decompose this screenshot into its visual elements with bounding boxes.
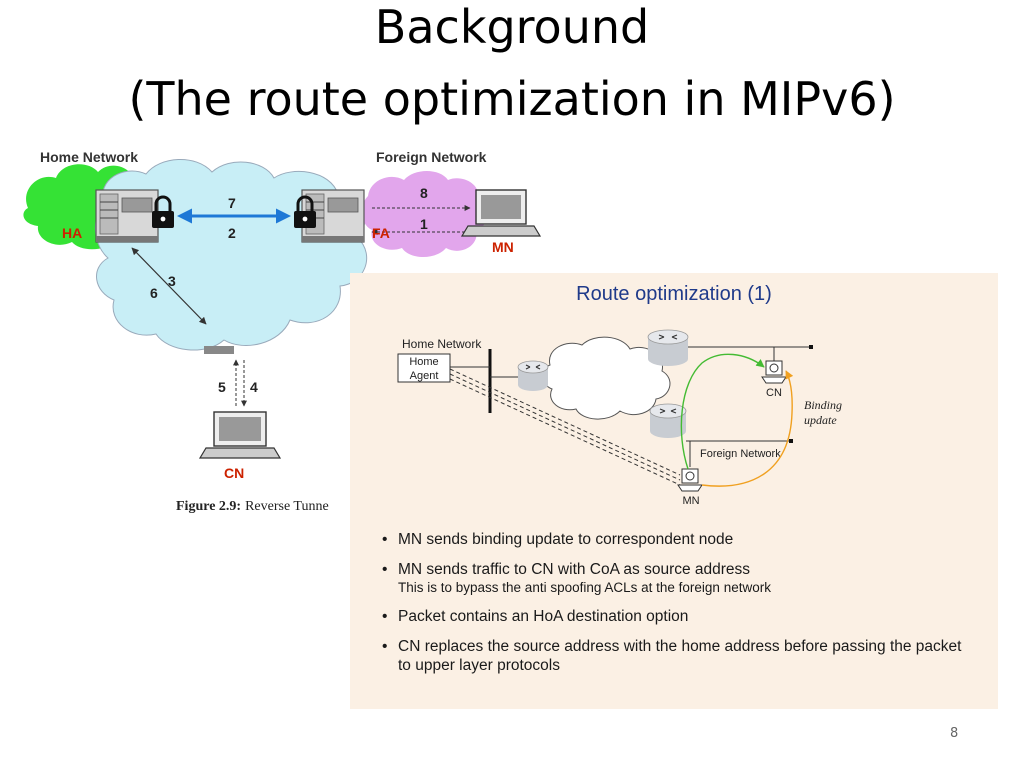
home-agent-label-line1: Home — [409, 356, 438, 368]
mn-laptop-icon — [460, 189, 542, 237]
bullet-text: MN sends traffic to CN with CoA as sourc… — [398, 561, 751, 578]
ha-router-icon — [95, 189, 159, 243]
mn-label-right: MN — [682, 495, 699, 507]
bullet-text: Packet contains an HoA destination optio… — [398, 608, 689, 625]
cn-segment-end — [809, 345, 813, 349]
home-agent-box — [397, 353, 451, 383]
figure-caption-bold: Figure 2.9: — [176, 499, 241, 514]
tunnel-line-1 — [449, 368, 681, 476]
panel-title: Route optimization (1) — [576, 283, 772, 305]
slide-number: 8 — [950, 726, 959, 741]
tunnel-line-3 — [449, 378, 681, 486]
slide-title-line2: (The route optimization in MIPv6) — [128, 72, 896, 126]
binding-update-arrow — [701, 370, 794, 487]
mn-label: MN — [492, 239, 514, 255]
home-router-icon — [517, 360, 549, 391]
bullet-list: MN sends binding update to correspondent… — [382, 530, 978, 686]
step-number-2: 2 — [228, 225, 236, 241]
internet-cloud-icon — [541, 336, 671, 420]
step-number-4: 4 — [250, 379, 258, 395]
step-number-5: 5 — [218, 379, 226, 395]
core-gateway-icon — [204, 346, 234, 354]
foreign-router-icon — [649, 403, 687, 438]
cn-laptop-icon — [198, 411, 282, 459]
bullet-item: Packet contains an HoA destination optio… — [382, 607, 978, 626]
fa-lock-icon — [294, 195, 316, 228]
step-number-8: 8 — [420, 185, 428, 201]
foreign-network-label: Foreign Network — [376, 149, 487, 165]
cn-label-right: CN — [766, 387, 782, 399]
ha-lock-icon — [152, 195, 174, 228]
step-number-6: 6 — [150, 285, 158, 301]
cn-label: CN — [224, 465, 244, 481]
ha-label: HA — [62, 225, 82, 241]
figure-caption: Figure 2.9: Reverse Tunne — [176, 499, 329, 514]
core-network-cloud-icon — [94, 159, 368, 351]
bullet-subtext: This is to bypass the anti spoofing ACLs… — [398, 580, 771, 595]
slide-title-line1: Background — [374, 0, 650, 54]
ha-core-arrow — [131, 247, 207, 325]
foreign-network-cloud-icon — [361, 171, 488, 257]
bullet-item: CN replaces the source address with the … — [382, 637, 978, 675]
foreign-network-label-right: Foreign Network — [700, 448, 781, 460]
data-path-arrow — [680, 353, 765, 470]
step-number-1: 1 — [420, 216, 428, 232]
binding-update-label-line1: Binding — [804, 398, 842, 412]
figure-caption-text: Reverse Tunne — [245, 499, 329, 514]
home-agent-label-line2: Agent — [410, 370, 439, 382]
bullet-text: MN sends binding update to correspondent… — [398, 531, 734, 548]
foreign-segment-end — [789, 439, 793, 443]
binding-update-label-line2: update — [804, 413, 837, 427]
top-router-icon — [647, 329, 689, 366]
bullet-item: MN sends traffic to CN with CoA as sourc… — [382, 560, 978, 596]
mn-host-icon — [677, 468, 703, 492]
fa-label: FA — [372, 225, 390, 241]
home-network-label-right: Home Network — [402, 337, 482, 351]
bullet-item: MN sends binding update to correspondent… — [382, 530, 978, 549]
cn-host-icon — [761, 360, 787, 384]
bullet-text: CN replaces the source address with the … — [398, 638, 962, 674]
home-network-label: Home Network — [40, 149, 138, 165]
step-number-3: 3 — [168, 273, 176, 289]
tunnel-line-2 — [449, 373, 681, 481]
route-optimization-figure: Route optimization (1) Home Agent Home N… — [397, 283, 842, 507]
step-number-7: 7 — [228, 195, 236, 211]
